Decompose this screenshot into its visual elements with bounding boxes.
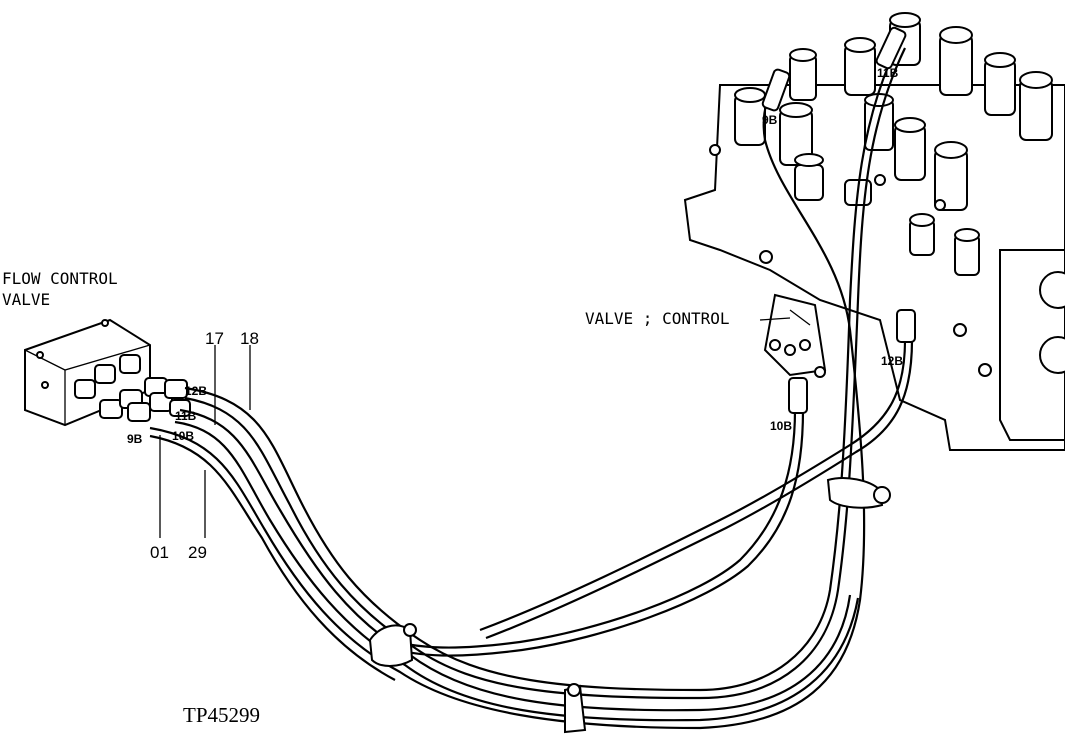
control-valve-assembly: [683, 12, 1065, 451]
port-label-11b-left: 11B: [175, 409, 197, 423]
callout-18: 18: [240, 329, 259, 348]
callout-17: 17: [205, 329, 224, 348]
hose-clamps: [368, 477, 891, 734]
hose-bundle: [149, 39, 914, 730]
leader-lines: [159, 317, 791, 538]
flow-control-valve-label-line1: FLOW CONTROL: [2, 269, 118, 288]
callout-29: 29: [188, 543, 207, 562]
valve-control-label: VALVE ; CONTROL: [585, 309, 730, 328]
valve-control-block: [763, 293, 827, 378]
flow-control-valve-block: [24, 318, 191, 427]
port-label-10b-left: 10B: [172, 429, 194, 443]
callout-01: 01: [150, 543, 169, 562]
hose-end-fittings: [761, 26, 916, 414]
port-label-12b-right: 12B: [881, 354, 903, 368]
port-label-10b-right: 10B: [770, 419, 792, 433]
port-label-11b-right: 11B: [877, 66, 899, 80]
port-label-9b-right: 9B: [762, 113, 778, 127]
port-label-12b-left: 12B: [185, 384, 207, 398]
figure-id: TP45299: [183, 703, 260, 727]
flow-control-valve-label-line2: VALVE: [2, 290, 50, 309]
port-label-9b-left: 9B: [127, 432, 143, 446]
